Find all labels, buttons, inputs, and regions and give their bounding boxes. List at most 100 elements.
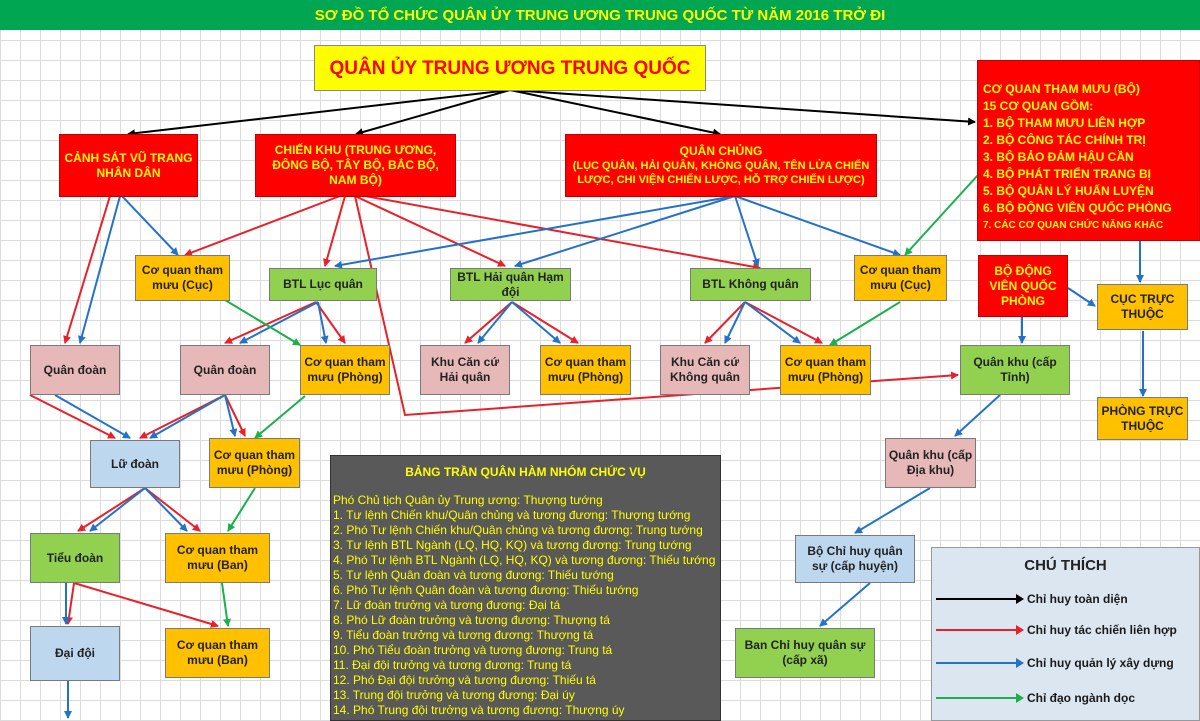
arrow-theater-navy-red [354, 195, 506, 267]
node-corps-1: Quân đoàn [30, 345, 120, 395]
arrow-cmc-to-services [509, 89, 721, 137]
arrow-corps2-phong-red [224, 394, 246, 437]
arrow-county-commune-blue [819, 582, 871, 627]
staff-title: CƠ QUAN THAM MƯU (BỘ) [983, 82, 1140, 96]
staff-item: 5. BỘ QUẢN LÝ HUẤN LUYỆN [983, 184, 1154, 198]
arrow-theater-army-red [323, 195, 346, 267]
arrow-air-phong-blue [744, 301, 801, 344]
arrow-air-phong-red [744, 301, 823, 344]
green-arrow-icon [936, 693, 1024, 703]
arrow-corps2-brigade-blue [149, 394, 226, 439]
legend: CHÚ THÍCH Chỉ huy toàn diện Chỉ huy tác … [931, 547, 1200, 721]
legend-title: CHÚ THÍCH [1024, 557, 1107, 574]
node-staff-phong-1: Cơ quan tham mưu (Phòng) [300, 345, 390, 395]
staff-item: 2. BỘ CÔNG TÁC CHÍNH TRỊ [983, 133, 1146, 147]
arrow-services-navy-blue [514, 195, 736, 268]
arrow-phong1-phong2-green [254, 395, 306, 439]
legend-label: Chỉ huy toàn diện [1027, 592, 1128, 606]
legend-item-comprehensive: Chỉ huy toàn diện [936, 589, 1128, 609]
staff-item: 6. BỘ ĐỘNG VIÊN QUỐC PHÒNG [983, 201, 1172, 215]
arrow-theater-air-red [364, 195, 761, 271]
rank-table: BẢNG TRẦN QUÂN HÀM NHÓM CHỨC VỤ Phó Chủ … [330, 455, 721, 721]
node-company: Đại đội [30, 626, 120, 681]
node-county-command: Bộ Chỉ huy quân sự (cấp huyện) [795, 535, 915, 583]
node-staff-phong-air: Cơ quan tham mưu (Phòng) [780, 345, 871, 395]
node-direct-office: PHÒNG TRỰC THUỘC [1097, 397, 1188, 440]
arrow-brigade-ban-red [144, 487, 201, 532]
arrow-cmc-to-staff [509, 89, 976, 126]
arrow-navy-phong-red [511, 301, 579, 344]
arrow-navy-base-blue [477, 301, 513, 344]
staff-list: 1. BỘ THAM MƯU LIÊN HỢP 2. BỘ CÔNG TÁC C… [983, 115, 1172, 234]
arrow-pap-corps-red [63, 195, 111, 344]
arrow-cmc-to-theater [355, 89, 511, 136]
red-arrow-icon [936, 625, 1024, 635]
arrow-brigade-battalion-blue [89, 487, 146, 532]
node-corps-2: Quân đoàn [180, 345, 270, 395]
rank-table-title: BẢNG TRẦN QUÂN HÀM NHÓM CHỨC VỤ [405, 465, 646, 479]
node-staff-cuc-left: Cơ quan tham mưu (Cục) [135, 255, 230, 301]
node-peoples-armed-police: CẢNH SÁT VŨ TRANG NHÂN DÂN [59, 134, 198, 197]
node-btl-navy: BTL Hải quân Hạm đội [450, 268, 571, 301]
arrow-district-county-blue [854, 487, 931, 534]
rank-item: 2. Phó Tư lệnh Chiến khu/Quân chủng và t… [333, 523, 703, 537]
arrow-pap-corps-blue [77, 195, 121, 344]
arrow-services-cuc-blue [734, 195, 901, 257]
arrow-air-base-blue [724, 301, 746, 344]
rank-item: 1. Tư lệnh Chiến khu/Quân chủng và tương… [333, 508, 691, 522]
arrow-corps1-brigade-red [29, 394, 116, 439]
arrow-brigade-ban-blue [144, 487, 188, 532]
node-military-region-province: Quân khu (cấp Tỉnh) [960, 345, 1070, 395]
services-subtitle: (LỤC QUÂN, HẢI QUÂN, KHÔNG QUÂN, TÊN LỬA… [572, 160, 870, 186]
arrow-army-corps-red [224, 301, 317, 344]
node-direct-department: CỤC TRỰC THUỘC [1097, 284, 1188, 330]
staff-item: 1. BỘ THAM MƯU LIÊN HỢP [983, 116, 1146, 130]
arrow-navy-base-red [464, 301, 513, 344]
legend-item-building-management: Chỉ huy quản lý xây dựng [936, 653, 1174, 673]
rank-item: Phó Chủ tịch Quân ủy Trung ương: Thượng … [333, 493, 603, 507]
node-btl-army: BTL Lục quân [269, 268, 377, 301]
arrow-services-air-blue [734, 195, 760, 267]
arrow-services-army-blue [334, 195, 736, 269]
legend-label: Chỉ đạo ngành dọc [1027, 691, 1135, 705]
black-arrow-icon [936, 594, 1024, 604]
rank-item: 13. Trung đội trưởng và tương đương: Đại… [333, 688, 575, 702]
rank-item: 9. Tiểu đoàn trưởng và tương đương: Thượ… [333, 628, 594, 642]
arrow-pap-cuc-blue [121, 195, 179, 256]
node-staff-cuc-right: Cơ quan tham mưu (Cục) [854, 255, 947, 301]
node-staff-ban-1: Cơ quan tham mưu (Ban) [165, 533, 270, 583]
arrow-corps1-brigade-blue [54, 394, 131, 439]
node-brigade: Lữ đoàn [90, 440, 180, 488]
arrow-staff-cucright-green [904, 174, 979, 256]
rank-item: 11. Đại đội trưởng và tương đương: Trung… [333, 658, 572, 672]
arrow-mr-district-blue [954, 394, 1001, 437]
node-staff-ban-2: Cơ quan tham mưu (Ban) [165, 628, 270, 678]
blue-arrow-icon [936, 658, 1024, 668]
legend-item-joint-operations: Chỉ huy tác chiến liên hợp [936, 620, 1177, 640]
arrow-air-base-red [704, 301, 746, 344]
arrow-battalion-ban-red [73, 582, 219, 628]
staff-item: 4. BỘ PHÁT TRIỂN TRANG BỊ [983, 167, 1152, 181]
node-military-region-district: Quân khu (cấp Địa khu) [885, 438, 976, 488]
rank-list: Phó Chủ tịch Quân ủy Trung ương: Thượng … [331, 493, 720, 718]
staff-item: 3. BỘ BẢO ĐẢM HẬU CẦN [983, 150, 1134, 164]
node-mobilization-department: BỘ ĐỘNG VIÊN QUỐC PHÒNG [978, 255, 1068, 317]
legend-item-vertical-guidance: Chỉ đạo ngành dọc [936, 688, 1135, 708]
node-air-base: Khu Căn cứ Không quân [660, 345, 750, 395]
node-staff-phong-navy: Cơ quan tham mưu (Phòng) [540, 345, 631, 395]
arrow-cucright-phong-green [829, 301, 901, 346]
rank-item: 6. Phó Tư lệnh Quân đoàn và tương đương:… [333, 583, 639, 597]
arrow-army-phong-red [315, 301, 346, 344]
arrow-ban1-ban2-green [221, 582, 231, 627]
node-btl-air: BTL Không quân [690, 268, 811, 301]
rank-item: 3. Tư lệnh BTL Ngành (LQ, HQ, KQ) và tươ… [333, 538, 692, 552]
node-staff-organs: CƠ QUAN THAM MƯU (BỘ) 15 CƠ QUAN GỒM: 1.… [977, 60, 1200, 241]
node-staff-phong-2: Cơ quan tham mưu (Phòng) [209, 438, 300, 488]
node-naval-base: Khu Căn cứ Hải quân [420, 345, 510, 395]
arrow-corps2-phong-blue [224, 394, 238, 437]
rank-item: 14. Phó Trung đội trưởng và tương đương:… [333, 703, 625, 717]
arrow-army-corps-blue [239, 301, 319, 344]
node-services: QUÂN CHỦNG (LỤC QUÂN, HẢI QUÂN, KHÔNG QU… [565, 134, 877, 197]
legend-label: Chỉ huy quản lý xây dựng [1027, 656, 1174, 670]
node-theater-commands: CHIẾN KHU (TRUNG ƯƠNG, ĐÔNG BỘ, TÂY BỘ, … [255, 134, 456, 197]
